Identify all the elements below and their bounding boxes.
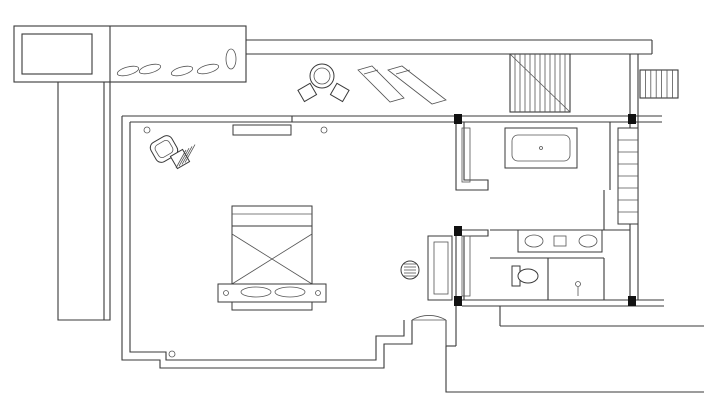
door-swing-icon [411, 315, 447, 346]
toilet-icon [511, 265, 539, 287]
wardrobe-icon [617, 127, 639, 225]
armchair-icon [149, 135, 196, 170]
wall-desk [232, 124, 292, 136]
sun-lounger-icon [357, 65, 447, 105]
west-side-wall [57, 82, 111, 321]
north-wall [246, 39, 653, 55]
bedroom-walls [121, 115, 456, 369]
sink-icon [517, 229, 603, 253]
south-terrace [445, 306, 704, 393]
round-table [400, 260, 420, 280]
wardrobe-icon [461, 127, 471, 297]
terrace-block [13, 25, 247, 83]
bathtub-icon [504, 127, 578, 169]
plunge-pool [21, 33, 93, 75]
sofa-bench [427, 235, 453, 301]
outdoor-table-set [297, 63, 350, 103]
bed-icon [217, 205, 327, 311]
structural-columns [454, 114, 636, 306]
ceiling-lights [143, 126, 328, 358]
stairs-icon [509, 53, 571, 113]
shower-fixture [575, 281, 581, 296]
stairs-icon [639, 69, 679, 99]
sun-lounger-icon [116, 48, 237, 77]
